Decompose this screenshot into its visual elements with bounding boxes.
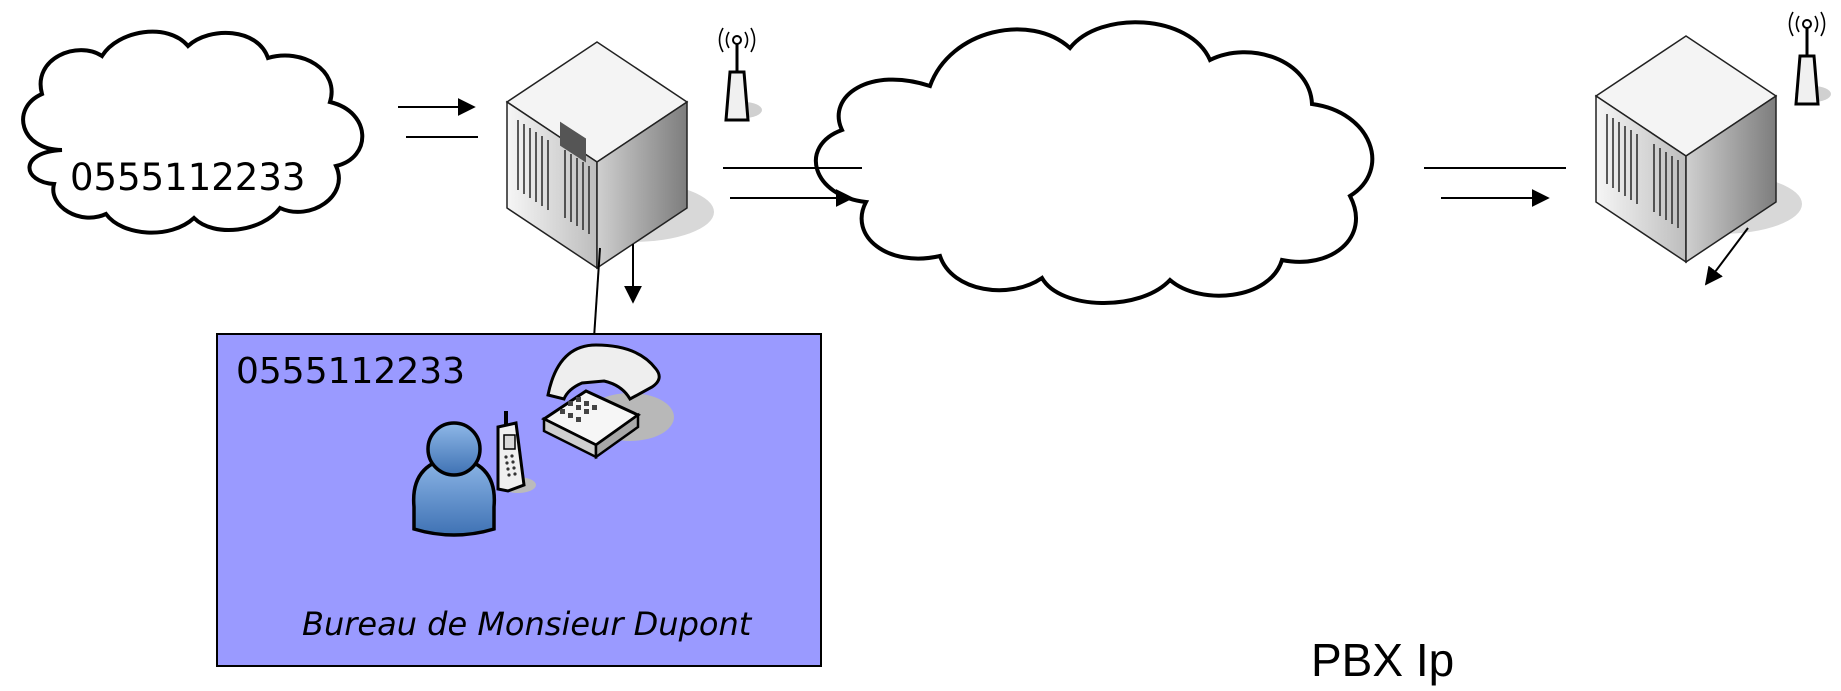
office-phone-number: 0555112233 [236,351,466,392]
office-label: Bureau de Monsieur Dupont [302,605,752,643]
server-left-icon [505,41,714,270]
cloud-center-icon [813,20,1375,305]
server-right-icon [1594,35,1802,264]
connectors [398,98,1749,339]
arrow-pbx-out [1704,227,1749,286]
mobile-phone-icon [496,411,536,493]
pbx-label: PBX Ip [1311,634,1455,686]
antenna-left-icon [718,27,762,122]
cloud-left-icon [21,29,365,235]
line-server-to-office [593,247,601,339]
desk-phone-icon [541,343,674,460]
office-box: 0555112233 [216,333,822,667]
antenna-right-icon [1788,11,1831,106]
office-icons [411,343,674,537]
cloud-phone-number: 0555112233 [70,156,306,199]
user-icon [411,421,497,537]
